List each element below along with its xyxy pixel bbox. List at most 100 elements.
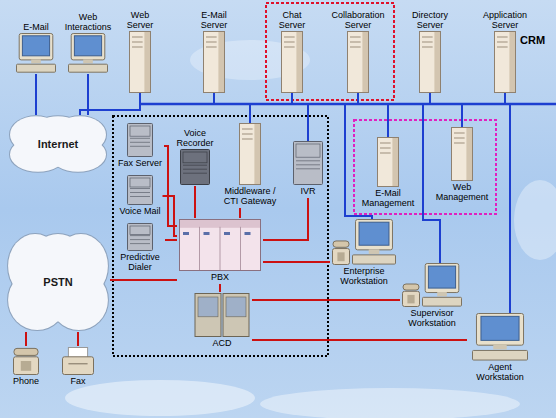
tower-case [240, 124, 261, 185]
drive-bay [132, 37, 143, 38]
tower-case [420, 32, 441, 93]
device-icon [194, 293, 250, 337]
phone-keypad [337, 252, 344, 261]
device-icon [129, 31, 151, 93]
drive-bay [454, 143, 465, 144]
device-icon [347, 31, 369, 93]
device-label: Application Server [480, 10, 530, 30]
tower-side [254, 124, 260, 184]
drive-bay [284, 37, 295, 38]
bus-drop [345, 104, 372, 228]
sky-cloud [514, 180, 556, 260]
drive-bay [350, 37, 361, 38]
device-node: Middleware / CTI Gateway [219, 122, 281, 208]
pbx-divider [240, 227, 241, 270]
pbx-top [180, 220, 260, 228]
device-label: Voice Mail [119, 206, 160, 216]
device-icon [332, 219, 396, 265]
drive-bay [422, 37, 433, 38]
keyboard [473, 350, 528, 360]
phone-keypad [407, 295, 414, 303]
acd-panel [226, 297, 246, 317]
cloud-fill [33, 234, 83, 278]
device-case [128, 176, 153, 205]
drive-bay [284, 47, 295, 48]
vent-line [183, 165, 207, 166]
device-case [181, 150, 210, 185]
device-label: IVR [300, 186, 315, 196]
front-panel [183, 152, 207, 163]
keyboard [423, 297, 462, 306]
device-node: Application Server [478, 8, 532, 94]
device-icon [451, 127, 473, 181]
connector [263, 261, 330, 263]
phone-base [403, 291, 420, 306]
front-panel [130, 178, 150, 187]
keyboard [17, 64, 56, 72]
tower-case [204, 32, 225, 93]
tower-side [434, 32, 440, 92]
acd-cabinet [223, 294, 249, 337]
drive-bay [132, 42, 143, 43]
device-icon [239, 123, 261, 185]
telephony-group-outline [113, 116, 328, 356]
connector [194, 186, 196, 218]
front-panel [296, 144, 320, 157]
monitor-stand [83, 59, 93, 63]
device-case [127, 124, 152, 157]
network-cloud: Internet [8, 115, 108, 173]
vent-line [130, 235, 150, 236]
drive-bay [242, 139, 253, 140]
vent-line [130, 196, 150, 197]
vent-line [130, 146, 150, 147]
connector [165, 239, 177, 241]
vent-line [130, 188, 150, 189]
device-node: Chat Server [268, 8, 316, 94]
device-icon [13, 347, 39, 375]
drive-bay [206, 42, 217, 43]
connector [252, 339, 467, 341]
device-node: Agent Workstation [467, 312, 533, 384]
device-icon [68, 33, 108, 73]
tower-case [378, 138, 399, 187]
tower-case [348, 32, 369, 93]
device-label: Predictive Dialer [117, 252, 163, 272]
device-icon [127, 223, 153, 251]
device-label: Middleware / CTI Gateway [221, 186, 279, 206]
device-node: Directory Server [406, 8, 454, 94]
tower-side [144, 32, 150, 92]
drive-bay [242, 134, 253, 135]
device-node: PBX [177, 218, 263, 284]
network-cloud: PSTN [6, 232, 110, 332]
drive-bay [497, 37, 508, 38]
device-label: Fax Server [118, 158, 162, 168]
vent-line [296, 168, 320, 169]
cloud-label: PSTN [43, 276, 72, 288]
device-icon [402, 263, 462, 307]
screen [481, 316, 519, 340]
device-label: Collaboration Server [327, 10, 389, 30]
device-label: Web Management [432, 182, 492, 202]
device-icon [377, 137, 399, 187]
device-node: IVR [291, 140, 325, 198]
drive-bay [497, 42, 508, 43]
phone-handset [403, 284, 419, 290]
device-label: Chat Server [270, 10, 314, 30]
device-label: E-Mail [23, 22, 49, 32]
fax-slot [68, 363, 87, 364]
cloud-outline [33, 234, 83, 278]
drive-bay [206, 47, 217, 48]
pbx-cabinet [180, 220, 261, 271]
pbx-divider [199, 227, 200, 270]
device-case [128, 224, 153, 251]
device-node: Fax [60, 346, 96, 388]
device-icon [16, 33, 56, 73]
tower-case [130, 32, 151, 93]
monitor-stand [437, 292, 447, 296]
monitor [356, 220, 393, 250]
drive-bay [497, 47, 508, 48]
drive-bay [422, 42, 433, 43]
acd-panel [198, 297, 218, 317]
sky-cloud [260, 388, 520, 418]
